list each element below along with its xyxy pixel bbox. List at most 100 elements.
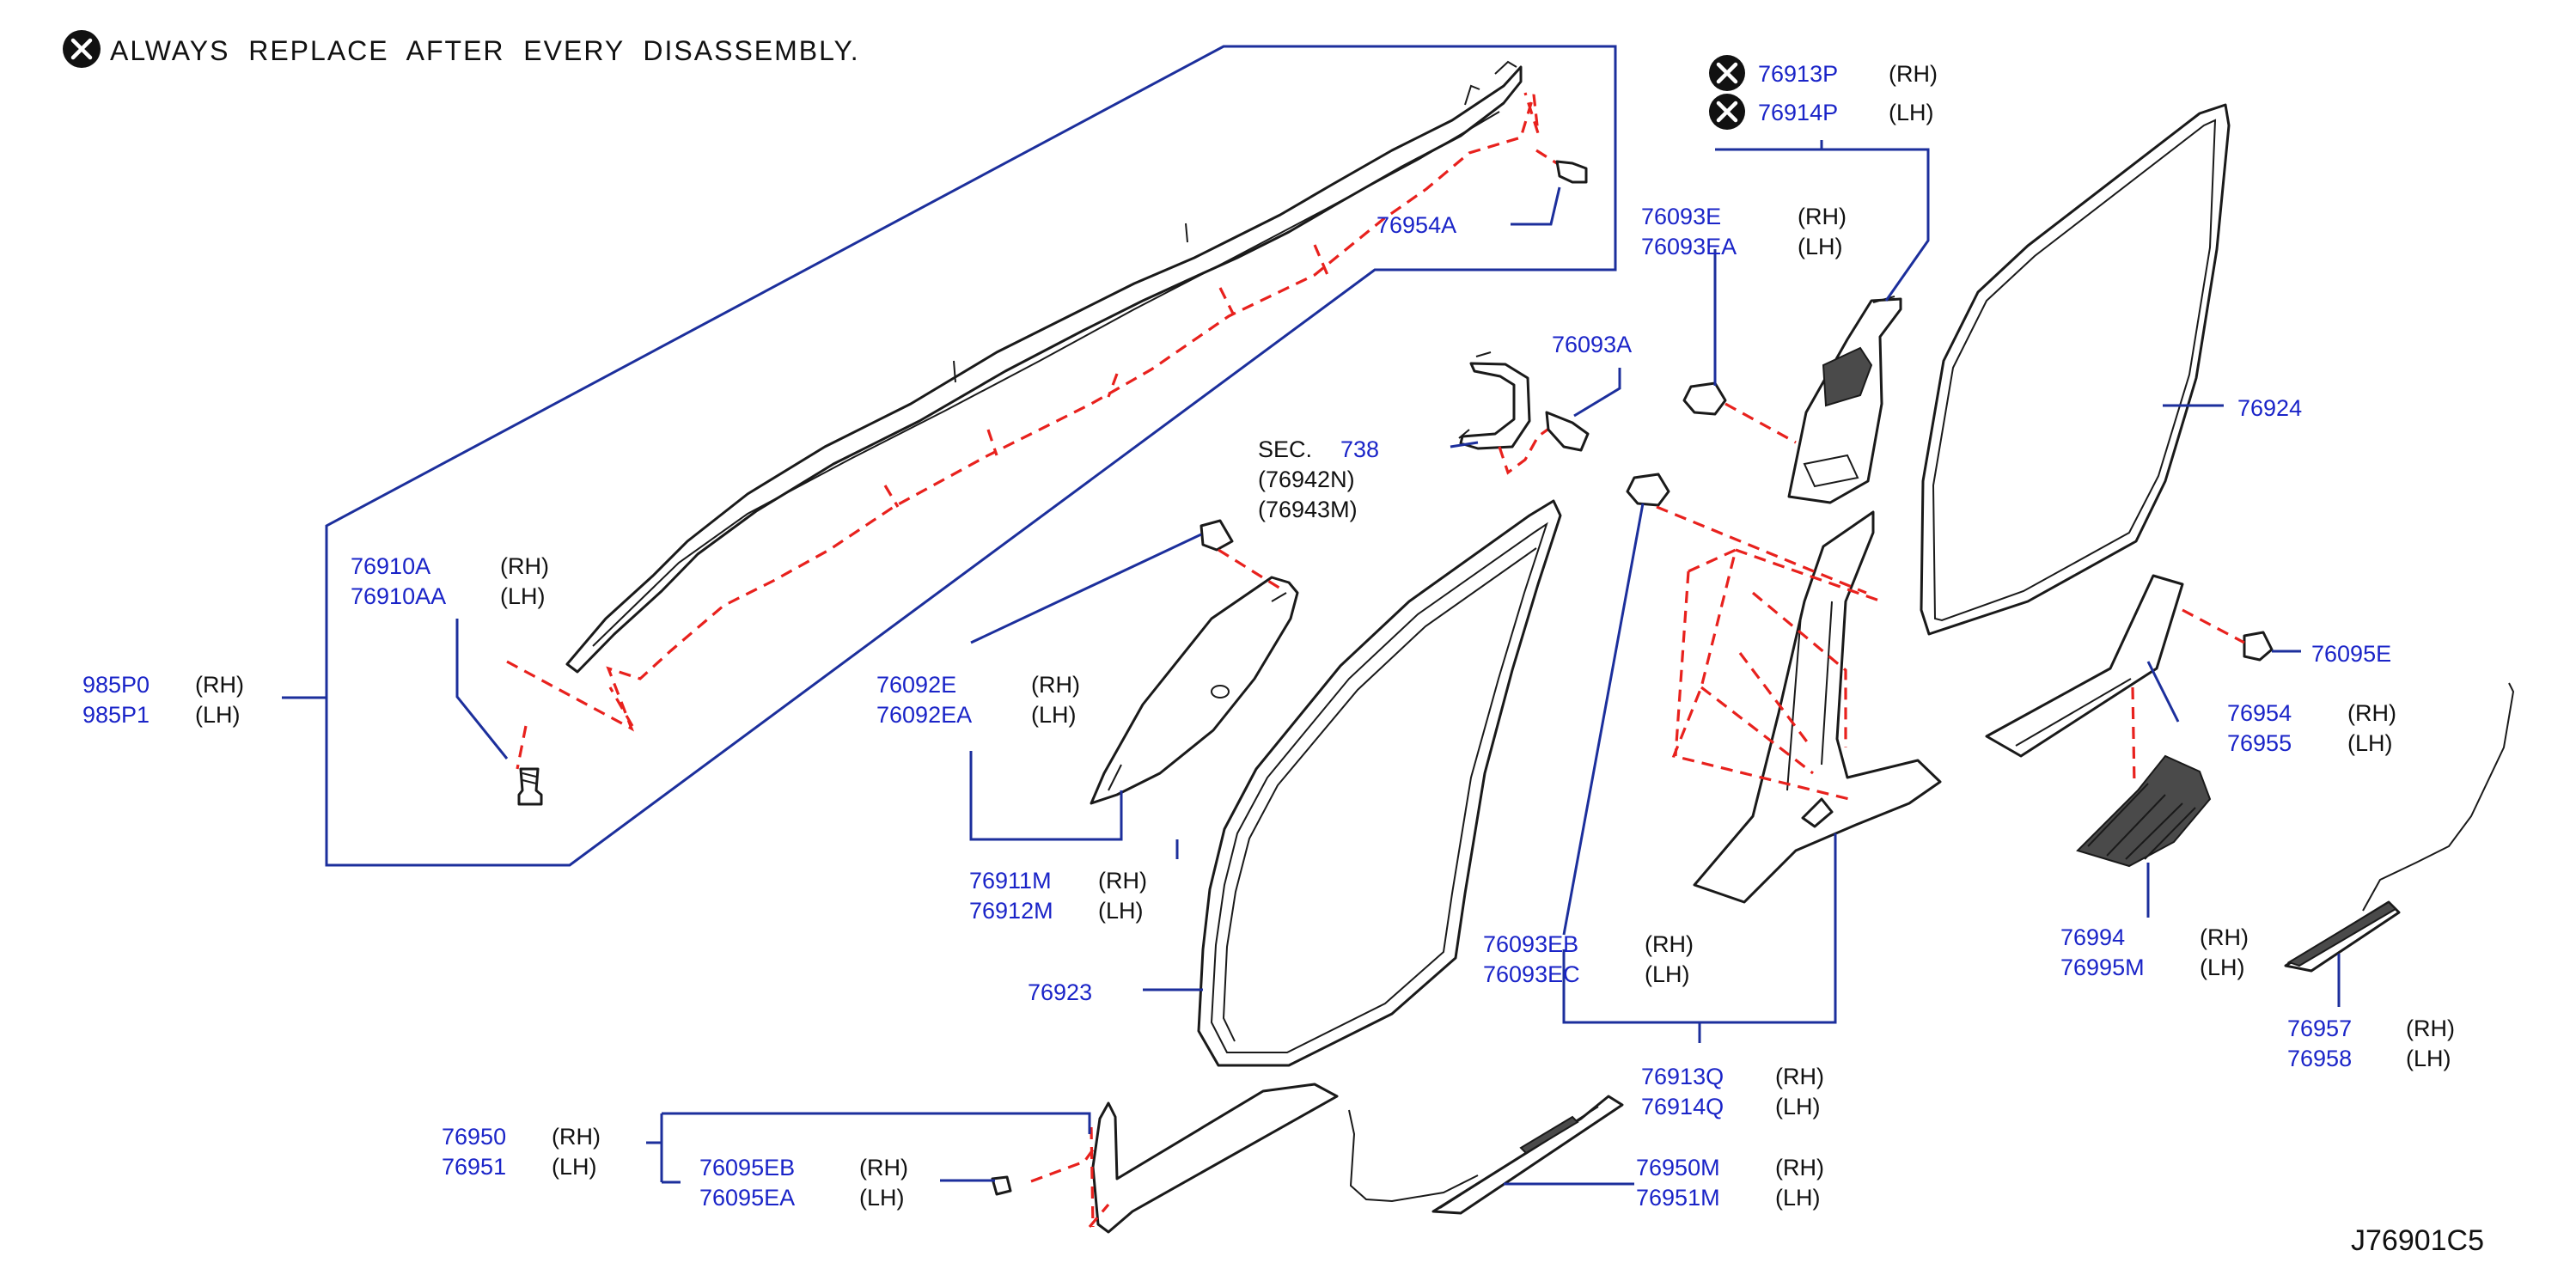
front-sill-part [1030, 1083, 1339, 1234]
callout-76093eb: 76093EB (RH) 76093EC (LH) [1483, 931, 1694, 987]
x-circle-icon [1709, 94, 1745, 130]
part-number: 76923 [1028, 979, 1092, 1005]
side-rh: (RH) [195, 672, 244, 698]
part-number-rh: 76911M [969, 868, 1052, 894]
section-prefix: SEC. [1258, 436, 1312, 462]
pillar-trim-part [1090, 576, 1299, 805]
disassembly-note: ALWAYS REPLACE AFTER EVERY DISASSEMBLY. [110, 35, 860, 66]
part-number-lh: 76955 [2227, 730, 2292, 756]
side-lh: (LH) [2347, 730, 2393, 756]
front-weatherstrip-part [1197, 499, 1562, 1067]
part-number-lh: 985P1 [82, 702, 150, 728]
leader-lines [282, 45, 2341, 1186]
callout-sec-738: SEC. 738 (76942N) (76943M) [1258, 436, 1379, 522]
part-number-rh: 76954 [2227, 700, 2292, 726]
section-number: 738 [1340, 436, 1379, 462]
side-rh: (RH) [1031, 672, 1080, 698]
callout-76092: 76092E (RH) 76092EA (LH) [876, 672, 1080, 728]
clip-part [1626, 473, 1670, 507]
b-pillar-lower-trim-part [1693, 510, 1942, 904]
part-number-lh: 76951 [442, 1154, 506, 1180]
part-number: 76914P [1758, 100, 1838, 125]
callout-76924: 76924 [2237, 395, 2302, 421]
side: (LH) [1889, 100, 1934, 125]
side-rh: (RH) [1798, 204, 1847, 229]
side-rh: (RH) [1775, 1064, 1824, 1089]
kick-plate-part [1985, 574, 2184, 758]
part-number-lh: 76951M [1636, 1185, 1720, 1211]
airbag-guide-lines [506, 92, 1540, 732]
part-number-lh: 76093EC [1483, 961, 1580, 987]
side-lh: (LH) [1775, 1185, 1821, 1211]
callout-76950m: 76950M (RH) 76951M (LH) [1636, 1155, 1824, 1211]
part-number-lh: 76910AA [351, 583, 446, 609]
part-number-rh: 76994 [2060, 924, 2125, 950]
part-number-rh: 76092E [876, 672, 956, 698]
part-number: 76093A [1552, 332, 1632, 357]
side-rh: (RH) [1645, 931, 1694, 957]
callout-76910: 76910A (RH) 76910AA (LH) [351, 553, 549, 609]
part-number-rh: 76093E [1641, 204, 1721, 229]
side-lh: (LH) [1798, 234, 1843, 259]
callout-76911: 76911M (RH) 76912M (LH) [969, 868, 1147, 924]
section-ref-2: (76943M) [1258, 497, 1358, 522]
callout-76093e: 76093E (RH) 76093EA (LH) [1641, 204, 1847, 259]
illuminated-scuff-plate-part [2284, 682, 2515, 973]
side-rh: (RH) [1098, 868, 1147, 894]
side-rh: (RH) [500, 553, 549, 579]
part-number-lh: 76958 [2287, 1046, 2352, 1071]
callout-76095e: 76095E [2311, 641, 2391, 667]
diagram-code: J76901C5 [2351, 1224, 2484, 1257]
assist-grip-part [1458, 351, 1560, 475]
section-ref-1: (76942N) [1258, 467, 1355, 492]
callout-76923: 76923 [1028, 979, 1092, 1005]
curtain-airbag-part [565, 60, 1523, 674]
callout-76093a: 76093A [1552, 332, 1632, 357]
part-number-lh: 76095EA [699, 1185, 795, 1211]
callout-76994: 76994 (RH) 76995M (LH) [2060, 924, 2249, 980]
clip-part [1682, 381, 1797, 444]
callout-76950: 76950 (RH) 76951 (LH) [442, 1124, 601, 1180]
part-number: 76924 [2237, 395, 2302, 421]
bolt-part [1535, 149, 1588, 184]
part-number-lh: 76914Q [1641, 1094, 1724, 1119]
side-lh: (LH) [859, 1185, 905, 1211]
part-number-rh: 76950M [1636, 1155, 1720, 1180]
part-number-lh: 76912M [969, 898, 1053, 924]
part-number: 76913P [1758, 61, 1838, 87]
callout-76954: 76954 (RH) 76955 (LH) [2227, 700, 2396, 756]
bolt-part [516, 725, 543, 806]
side-rh: (RH) [552, 1124, 601, 1150]
callout-985p: 985P0 (RH) 985P1 (LH) [82, 672, 244, 728]
side-lh: (LH) [552, 1154, 597, 1180]
side-rh: (RH) [1775, 1155, 1824, 1180]
side-rh: (RH) [859, 1155, 908, 1180]
part-number-rh: 76957 [2287, 1016, 2352, 1041]
part-number-rh: 76093EB [1483, 931, 1578, 957]
clip-part [991, 1175, 1012, 1196]
b-pillar-guide-lines [1656, 505, 1883, 801]
part-number-rh: 76910A [351, 553, 430, 579]
x-circle-icon [63, 30, 101, 68]
rear-weatherstrip-part [1920, 103, 2231, 636]
side-lh: (LH) [1098, 898, 1144, 924]
x-circle-icon [1709, 55, 1745, 91]
part-number-lh: 76093EA [1641, 234, 1737, 259]
callout-76913p: 76913P (RH) [1709, 55, 1938, 91]
side-lh: (LH) [2406, 1046, 2451, 1071]
side-lh: (LH) [1031, 702, 1077, 728]
b-pillar-upper-trim-part [1787, 296, 1902, 504]
callout-76095eb: 76095EB (RH) 76095EA (LH) [699, 1155, 908, 1211]
side-rh: (RH) [2406, 1016, 2455, 1041]
part-number: 76954A [1377, 212, 1456, 238]
side-rh: (RH) [2200, 924, 2249, 950]
side-lh: (LH) [2200, 955, 2245, 980]
part-number-rh: 76095EB [699, 1155, 795, 1180]
part-number-lh: 76092EA [876, 702, 972, 728]
side-lh: (LH) [195, 702, 241, 728]
side-lh: (LH) [500, 583, 546, 609]
part-number-rh: 76913Q [1641, 1064, 1724, 1089]
part-number-lh: 76995M [2060, 955, 2145, 980]
clip-part [2131, 608, 2274, 787]
